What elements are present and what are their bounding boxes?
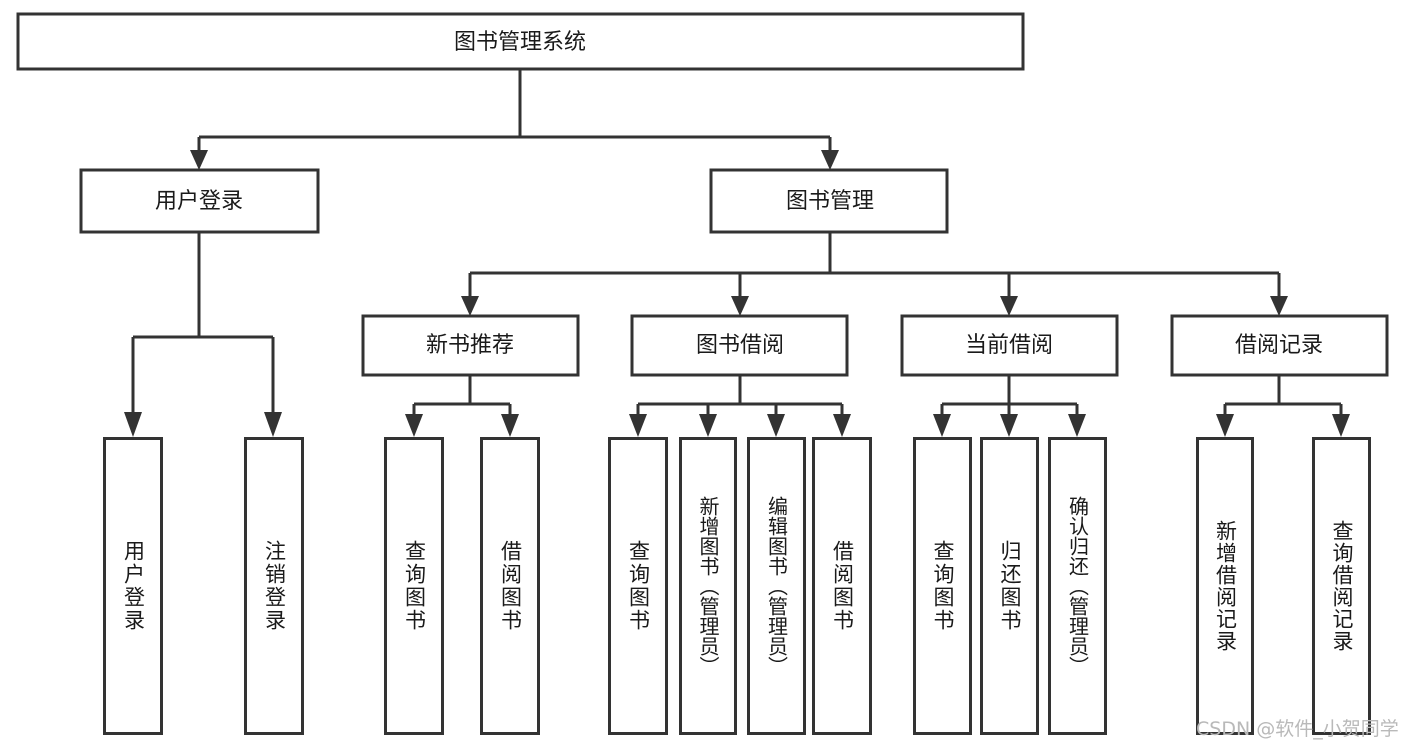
leaf-label-edit-book: 编辑图书（管理员） bbox=[764, 496, 789, 676]
leaf-label-query-book-3: 查询图书 bbox=[931, 540, 955, 632]
leaf-label-confirm-return: 确认归还（管理员） bbox=[1065, 496, 1090, 676]
arrow-head-leaf-return-book bbox=[1000, 414, 1018, 437]
leaf-label-return-book: 归还图书 bbox=[998, 540, 1022, 632]
node-new-book-recommend-box[interactable] bbox=[361, 314, 580, 377]
leaf-node-add-book[interactable]: 新增图书（管理员） bbox=[679, 437, 737, 735]
arrow-head-leaf-add-book bbox=[699, 414, 717, 437]
leaf-label-user-logout: 注销登录 bbox=[262, 540, 287, 632]
arrow-head-borrow-record bbox=[1270, 296, 1288, 316]
arrow-head-leaf-confirm-return bbox=[1068, 414, 1086, 437]
node-current-borrow-box[interactable] bbox=[900, 314, 1119, 377]
arrow-head-leaf-user-logout bbox=[264, 412, 282, 437]
arrow-head-leaf-borrow-book-1 bbox=[501, 414, 519, 437]
node-borrow-record-label: 借阅记录 bbox=[1235, 333, 1323, 358]
node-book-management[interactable]: 图书管理 bbox=[709, 168, 949, 234]
arrow-head-leaf-add-record bbox=[1216, 414, 1234, 437]
leaf-node-query-book-1[interactable]: 查询图书 bbox=[384, 437, 444, 735]
node-new-book-recommend-label: 新书推荐 bbox=[426, 333, 514, 358]
leaf-label-borrow-book-1: 借阅图书 bbox=[498, 540, 523, 632]
node-user-login-label: 用户登录 bbox=[155, 189, 243, 214]
node-user-login[interactable]: 用户登录 bbox=[79, 168, 320, 234]
leaf-node-edit-book[interactable]: 编辑图书（管理员） bbox=[747, 437, 806, 735]
leaf-label-query-book-2: 查询图书 bbox=[626, 540, 651, 632]
leaf-label-borrow-book-2: 借阅图书 bbox=[830, 540, 855, 632]
node-current-borrow[interactable]: 当前借阅 bbox=[900, 314, 1119, 377]
leaf-node-query-book-2[interactable]: 查询图书 bbox=[608, 437, 668, 735]
arrow-head-leaf-edit-book bbox=[767, 414, 785, 437]
node-borrow-record-box[interactable] bbox=[1170, 314, 1389, 377]
node-new-book-recommend[interactable]: 新书推荐 bbox=[361, 314, 580, 377]
node-borrow-record[interactable]: 借阅记录 bbox=[1170, 314, 1389, 377]
arrow-head-book-management bbox=[821, 150, 839, 170]
arrow-head-new-book-recommend bbox=[461, 296, 479, 316]
node-root[interactable]: 图书管理系统 bbox=[16, 12, 1025, 71]
arrow-head-leaf-user-login bbox=[124, 412, 142, 437]
leaf-node-confirm-return[interactable]: 确认归还（管理员） bbox=[1048, 437, 1107, 735]
arrow-head-current-borrow bbox=[1000, 296, 1018, 316]
arrow-head-user-login bbox=[190, 150, 208, 170]
arrow-head-leaf-query-book-2 bbox=[629, 414, 647, 437]
leaf-node-user-login[interactable]: 用户登录 bbox=[103, 437, 163, 735]
node-root-label: 图书管理系统 bbox=[454, 30, 586, 55]
leaf-node-query-record[interactable]: 查询借阅记录 bbox=[1312, 437, 1371, 735]
leaf-label-query-book-1: 查询图书 bbox=[402, 540, 427, 632]
arrow-head-book-borrow bbox=[731, 296, 749, 316]
node-book-management-label: 图书管理 bbox=[786, 189, 874, 214]
leaf-node-add-record[interactable]: 新增借阅记录 bbox=[1196, 437, 1254, 735]
leaf-label-user-login: 用户登录 bbox=[121, 540, 146, 632]
leaf-node-user-logout[interactable]: 注销登录 bbox=[244, 437, 304, 735]
leaf-label-add-record: 新增借阅记录 bbox=[1213, 520, 1238, 652]
leaf-label-add-book: 新增图书（管理员） bbox=[696, 496, 720, 676]
node-book-borrow-box[interactable] bbox=[630, 314, 849, 377]
node-book-borrow-label: 图书借阅 bbox=[696, 333, 784, 358]
arrow-head-leaf-borrow-book-2 bbox=[833, 414, 851, 437]
arrow-head-leaf-query-record bbox=[1332, 414, 1350, 437]
node-book-borrow[interactable]: 图书借阅 bbox=[630, 314, 849, 377]
leaf-node-borrow-book-2[interactable]: 借阅图书 bbox=[812, 437, 872, 735]
arrow-head-leaf-query-book-3 bbox=[933, 414, 951, 437]
node-current-borrow-label: 当前借阅 bbox=[965, 333, 1053, 358]
leaf-node-return-book[interactable]: 归还图书 bbox=[980, 437, 1039, 735]
arrow-head-leaf-query-book-1 bbox=[405, 414, 423, 437]
node-book-management-box[interactable] bbox=[709, 168, 949, 234]
leaf-node-borrow-book-1[interactable]: 借阅图书 bbox=[480, 437, 540, 735]
leaf-node-query-book-3[interactable]: 查询图书 bbox=[913, 437, 972, 735]
edge-layer bbox=[124, 69, 1350, 437]
leaf-label-query-record: 查询借阅记录 bbox=[1330, 520, 1354, 652]
node-root-box[interactable] bbox=[16, 12, 1025, 71]
node-user-login-box[interactable] bbox=[79, 168, 320, 234]
